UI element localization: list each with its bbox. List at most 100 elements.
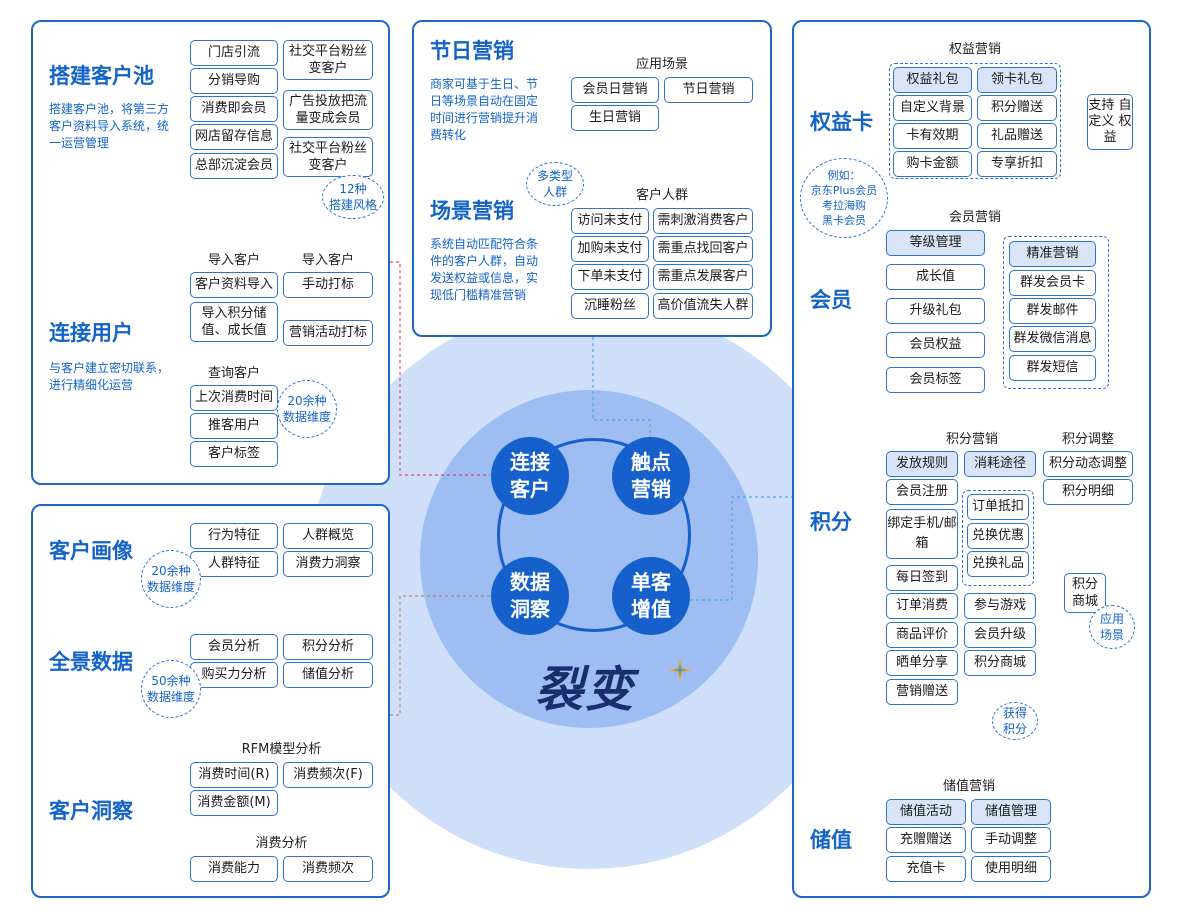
import-cap-b: 导入客户 (301, 253, 354, 268)
chip-behavior[interactable]: 行为特征 (190, 523, 278, 549)
chip-birthday[interactable]: 生日营销 (571, 105, 659, 131)
chip-customer-tag[interactable]: 客户标签 (190, 441, 278, 467)
chip-mass-sms[interactable]: 群发短信 (1009, 355, 1096, 381)
points-title: 积分 (810, 510, 852, 534)
chip-daily-checkin[interactable]: 每日签到 (886, 565, 958, 591)
bubble-20-dims-a: 20余种 数据维度 (277, 380, 337, 438)
chip-purchase-analysis[interactable]: 购买力分析 (190, 662, 278, 688)
portrait-title: 客户画像 (49, 539, 133, 563)
chip-consume-ability[interactable]: 消费能力 (190, 856, 278, 882)
chip-store-traffic[interactable]: 门店引流 (190, 40, 278, 66)
chip-bind-phone[interactable]: 绑定手机/邮箱 (886, 509, 958, 559)
points-cap-a: 积分营销 (945, 432, 998, 447)
chip-points-adjust[interactable]: 积分动态调整 (1043, 451, 1133, 477)
chip-member-rights[interactable]: 会员权益 (886, 332, 985, 358)
chip-develop-customer[interactable]: 需重点发展客户 (653, 264, 753, 290)
chip-festival[interactable]: 节日营销 (664, 77, 753, 103)
chip-gift-give[interactable]: 礼品赠送 (977, 123, 1057, 149)
chip-social-fans-b[interactable]: 社交平台粉丝变客户 (283, 137, 373, 177)
chip-activity-tag[interactable]: 营销活动打标 (283, 320, 373, 346)
chip-issue-rule[interactable]: 发放规则 (886, 451, 958, 477)
points-mall-box: 积分 商城 (1064, 573, 1106, 613)
sparkle-icon (668, 658, 692, 682)
chip-recency[interactable]: 消费时间(R) (190, 762, 278, 788)
points-cap-b: 积分调整 (1061, 432, 1114, 447)
chip-crowd-feature[interactable]: 人群特征 (190, 551, 278, 577)
chip-custom-bg[interactable]: 自定义背景 (893, 95, 972, 121)
chip-high-value-lost[interactable]: 高价值流失人群 (653, 293, 753, 319)
chip-stored-analysis[interactable]: 储值分析 (283, 662, 373, 688)
chip-stored-manage[interactable]: 储值管理 (971, 799, 1051, 825)
consume-cap: 消费分析 (255, 836, 308, 851)
chip-manual-adjust[interactable]: 手动调整 (971, 827, 1051, 853)
chip-member-tag[interactable]: 会员标签 (886, 367, 985, 393)
chip-recharge-gift[interactable]: 充赠赠送 (886, 827, 966, 853)
chip-online-store[interactable]: 网店留存信息 (190, 124, 278, 150)
chip-import-points[interactable]: 导入积分储值、成长值 (190, 302, 278, 342)
chip-dormant-fans[interactable]: 沉睡粉丝 (571, 293, 649, 319)
chip-spending-power[interactable]: 消费力洞察 (283, 551, 373, 577)
chip-growth-value[interactable]: 成长值 (886, 264, 985, 290)
chip-manual-tag[interactable]: 手动打标 (283, 272, 373, 298)
chip-stimulate-consume[interactable]: 需刺激消费客户 (653, 208, 753, 234)
chip-import-data[interactable]: 客户资料导入 (190, 272, 278, 298)
chip-level-manage[interactable]: 等级管理 (886, 230, 985, 256)
chip-monetary[interactable]: 消费金额(M) (190, 790, 278, 816)
chip-consume-member[interactable]: 消费即会员 (190, 96, 278, 122)
chip-last-consume[interactable]: 上次消费时间 (190, 385, 278, 411)
chip-distribution[interactable]: 分销导购 (190, 68, 278, 94)
bubble-20-dims-b: 20余种 数据维度 (141, 550, 201, 608)
chip-retrieve-customer[interactable]: 需重点找回客户 (653, 236, 753, 262)
chip-redeem-gift[interactable]: 兑换礼品 (967, 551, 1029, 577)
chip-stored-activity[interactable]: 储值活动 (886, 799, 966, 825)
chip-precise-marketing[interactable]: 精准营销 (1009, 241, 1096, 267)
chip-order-consume[interactable]: 订单消费 (886, 593, 958, 619)
chip-order-deduct[interactable]: 订单抵扣 (967, 494, 1029, 520)
chip-join-game[interactable]: 参与游戏 (964, 593, 1036, 619)
chip-hq-member[interactable]: 总部沉淀会员 (190, 153, 278, 179)
node-touch-marketing[interactable]: 触点 营销 (612, 437, 690, 515)
chip-cart-unpaid[interactable]: 加购未支付 (571, 236, 649, 262)
chip-points-gift[interactable]: 积分赠送 (977, 95, 1057, 121)
chip-order-unpaid[interactable]: 下单未支付 (571, 264, 649, 290)
chip-consume-frequency[interactable]: 消费频次 (283, 856, 373, 882)
chip-card-gift[interactable]: 领卡礼包 (977, 67, 1057, 93)
chip-consume-path[interactable]: 消耗途径 (964, 451, 1036, 477)
chip-ad-traffic[interactable]: 广告投放把流量变成会员 (283, 90, 373, 130)
chip-usage-detail[interactable]: 使用明细 (971, 856, 1051, 882)
rfm-cap: RFM模型分析 (241, 742, 322, 757)
chip-rights-gift[interactable]: 权益礼包 (893, 67, 972, 93)
chip-redeem-coupon[interactable]: 兑换优惠 (967, 523, 1029, 549)
chip-member-register[interactable]: 会员注册 (886, 479, 958, 505)
node-connect-customer[interactable]: 连接 客户 (491, 437, 569, 515)
chip-visit-unpaid[interactable]: 访问未支付 (571, 208, 649, 234)
node-data-insight[interactable]: 数据 洞察 (491, 557, 569, 635)
chip-card-validity[interactable]: 卡有效期 (893, 123, 972, 149)
chip-mass-email[interactable]: 群发邮件 (1009, 298, 1096, 324)
insight-title: 客户洞察 (49, 799, 133, 823)
chip-mass-card[interactable]: 群发会员卡 (1009, 270, 1096, 296)
chip-points-detail[interactable]: 积分明细 (1043, 479, 1133, 505)
chip-points-mall[interactable]: 积分商城 (964, 650, 1036, 676)
chip-product-review[interactable]: 商品评价 (886, 622, 958, 648)
stored-title: 储值 (810, 828, 852, 852)
chip-member-analysis[interactable]: 会员分析 (190, 634, 278, 660)
chip-member-day[interactable]: 会员日营销 (571, 77, 659, 103)
chip-marketing-gift[interactable]: 营销赠送 (886, 679, 958, 705)
chip-social-fans-a[interactable]: 社交平台粉丝变客户 (283, 40, 373, 80)
chip-crowd-overview[interactable]: 人群概览 (283, 523, 373, 549)
chip-recharge-card[interactable]: 充值卡 (886, 856, 966, 882)
chip-points-analysis[interactable]: 积分分析 (283, 634, 373, 660)
node-single-value[interactable]: 单客 增值 (612, 557, 690, 635)
chip-mass-wechat[interactable]: 群发微信消息 (1009, 326, 1096, 352)
bubble-50-dims: 50余种 数据维度 (141, 660, 201, 718)
chip-referral-user[interactable]: 推客用户 (190, 413, 278, 439)
scene-cap: 应用场景 (635, 57, 688, 72)
chip-card-price[interactable]: 购卡金额 (893, 151, 972, 177)
chip-member-upgrade[interactable]: 会员升级 (964, 622, 1036, 648)
chip-upgrade-gift[interactable]: 升级礼包 (886, 298, 985, 324)
chip-frequency[interactable]: 消费频次(F) (283, 762, 373, 788)
member-mass-group (1003, 236, 1109, 389)
chip-exclusive-discount[interactable]: 专享折扣 (977, 151, 1057, 177)
chip-share-order[interactable]: 晒单分享 (886, 650, 958, 676)
